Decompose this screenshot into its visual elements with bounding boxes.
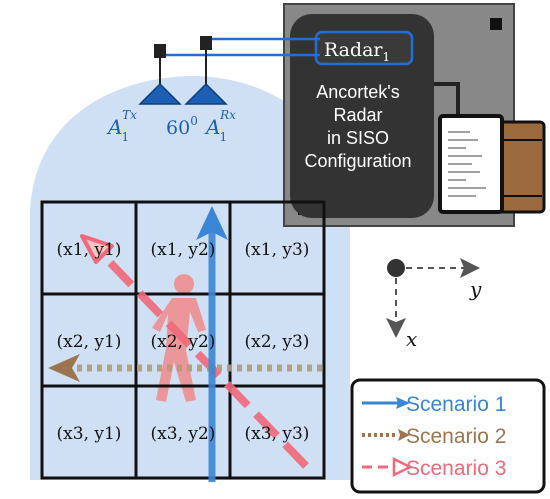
cell-label-r3c2: (x3, y2): [151, 424, 216, 444]
cell-label-r3c3: (x3, y3): [245, 424, 310, 444]
rx-antenna-connector: [200, 36, 212, 50]
laptop-icon: [434, 82, 546, 214]
legend: Scenario 1 Scenario 2 Scenario 3: [350, 378, 546, 494]
legend-label-scenario-3: Scenario 3: [406, 457, 506, 480]
cell-label-r2c1: (x2, y1): [57, 332, 122, 352]
cell-label-r1c3: (x1, y3): [245, 240, 310, 260]
x-axis-arrowhead: [386, 318, 406, 338]
legend-label-scenario-1: Scenario 1: [406, 393, 506, 416]
tx-antenna-connector: [154, 44, 166, 58]
axes-indicator: y x: [386, 258, 482, 351]
scenario-1-arrowhead: [196, 206, 228, 240]
scenario-2-arrowhead: [48, 354, 80, 382]
grid-cell-labels: (x1, y1) (x1, y2) (x1, y3) (x2, y1) (x2,…: [57, 240, 310, 444]
radar-description-line-2: Radar: [333, 105, 382, 125]
y-axis-arrowhead: [460, 258, 480, 278]
location-grid: [40, 200, 326, 480]
legend-item-scenario-3: Scenario 3: [362, 456, 506, 480]
scenario-3-path: [95, 247, 309, 469]
laptop-case: [496, 120, 546, 214]
tx-antenna-icon: [138, 82, 182, 105]
radar-label-box: [314, 30, 414, 66]
axes-origin: [387, 259, 405, 277]
rx-antenna-icon: [184, 82, 228, 105]
legend-item-scenario-1: Scenario 1: [362, 393, 506, 416]
cell-label-r3c1: (x3, y1): [57, 424, 122, 444]
legend-label-scenario-2: Scenario 2: [406, 425, 506, 448]
scenario-paths: [48, 206, 322, 482]
x-axis-label: x: [406, 327, 417, 351]
mount-screw: [490, 18, 502, 30]
rx-antenna-label: A1Rx: [204, 108, 236, 144]
antennas: A1Tx 600 A1Rx: [106, 36, 236, 144]
y-axis-label: y: [469, 277, 482, 301]
radar-description-line-1: Ancortek's: [316, 82, 399, 102]
cell-label-r1c1: (x1, y1): [57, 240, 122, 260]
radar-title: Radar1: [324, 39, 390, 64]
tx-antenna-label: A1Tx: [106, 108, 137, 144]
cell-label-r2c2: (x2, y2): [151, 332, 216, 352]
radar-description-line-3: in SISO: [327, 128, 389, 148]
cell-label-r2c3: (x2, y3): [245, 332, 310, 352]
cell-label-r1c2: (x1, y2): [151, 240, 216, 260]
scenario-3-arrowhead: [80, 234, 114, 264]
beam-angle-label: 600: [166, 114, 198, 139]
laptop-cable: [434, 82, 460, 118]
legend-item-scenario-2: Scenario 2: [362, 425, 506, 448]
walking-person-icon: [152, 274, 206, 402]
radar-description-line-4: Configuration: [304, 151, 411, 171]
